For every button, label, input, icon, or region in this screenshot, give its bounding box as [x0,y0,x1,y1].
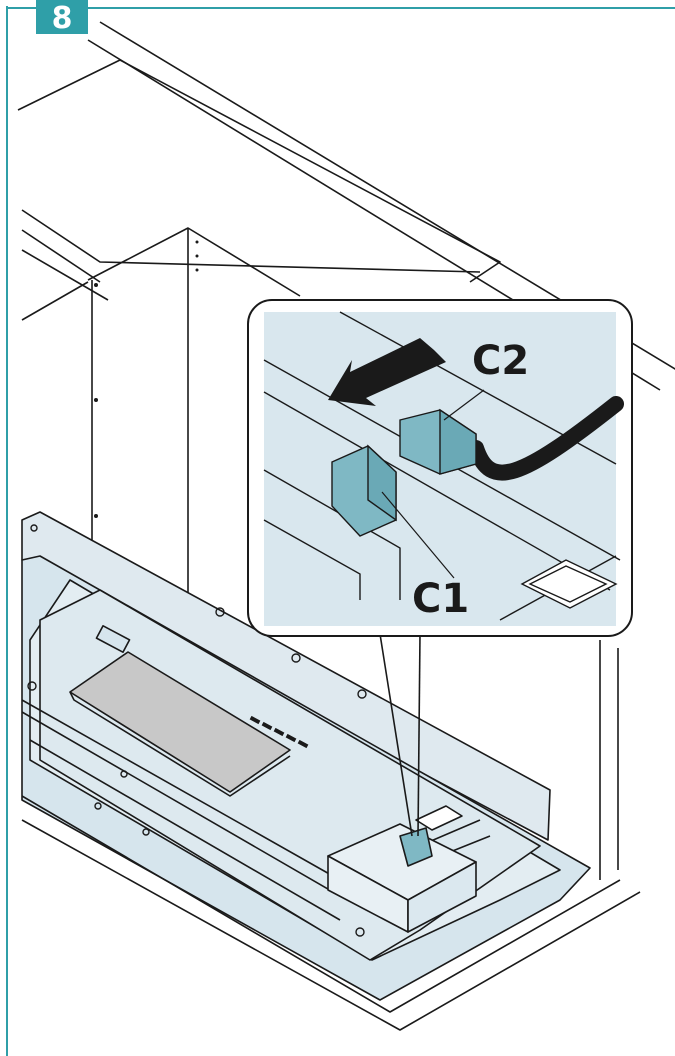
electronics-box [327,805,477,933]
cabinet-outline [17,21,675,880]
step-frame [6,6,675,1056]
arrow-left-icon [328,338,446,406]
connector-c1 [331,444,397,537]
grease-filter [69,624,291,797]
tray-screws [27,524,367,937]
label-c1: C1 [412,576,469,622]
callout-leader [379,633,421,837]
step-number-badge: 8 [36,0,88,36]
label-c2: C2 [472,338,529,384]
control-buttons [249,715,309,749]
connector-c2 [399,408,477,475]
step-number: 8 [52,1,73,36]
zoom-callout: C2 C1 [247,299,633,637]
cabinet-screws [94,240,199,518]
